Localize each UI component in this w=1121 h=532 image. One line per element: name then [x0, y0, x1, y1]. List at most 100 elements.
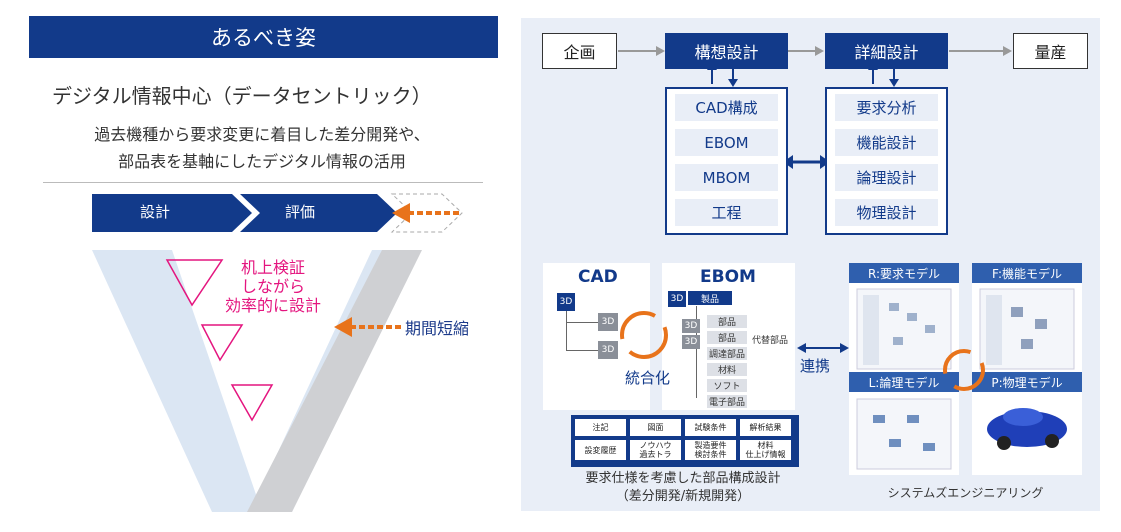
detail-design-box: 詳細設計 [825, 33, 948, 69]
detail-item-logical: 論理設計 [835, 164, 938, 191]
func-node-1 [1011, 307, 1023, 317]
concept-to-detail-arrowhead [815, 46, 824, 56]
concept-design-box: 構想設計 [665, 33, 788, 69]
collab-left-arrowhead [797, 343, 806, 353]
ebom-part-2: 部品 [707, 331, 747, 344]
verify-triangle-1 [165, 259, 224, 307]
left-divider [43, 182, 483, 183]
car-wheel-front [997, 436, 1011, 450]
cad-tree-branch-1 [566, 322, 598, 323]
process-label-design: 設計 [140, 203, 171, 221]
model-thumbnails [856, 288, 1075, 470]
v-left-arm [92, 250, 262, 512]
info-cell-drawings: 図面 [629, 418, 682, 437]
left-description-line2: 部品表を基軸にしたデジタル情報の活用 [118, 152, 406, 171]
logic-model-screenshot [856, 398, 952, 470]
detail-item-functional: 機能設計 [835, 129, 938, 156]
concept-down-arrowhead [728, 79, 738, 87]
logic-node-3 [889, 439, 901, 447]
detail-item-requirements: 要求分析 [835, 94, 938, 121]
ebom-product: 製品 [688, 291, 732, 305]
info-cell-manufacturing: 製造要件 検討条件 [684, 439, 737, 461]
collab-right-arrowhead [840, 343, 849, 353]
requirement-model-header: R:要求モデル [849, 263, 959, 283]
plan-box: 企画 [542, 33, 617, 69]
cad-3d-icon-sub2: 3D [598, 341, 618, 359]
production-box: 量産 [1013, 33, 1088, 69]
ebom-material: 材料 [707, 363, 747, 376]
info-cell-notes: 注記 [574, 418, 627, 437]
v-model-diagram [92, 250, 422, 512]
ebom-title: EBOM [700, 267, 756, 287]
cad-title: CAD [578, 267, 618, 287]
concept-item-cad: CAD構成 [675, 94, 778, 121]
systems-engineering-caption: システムズエンジニアリング [887, 486, 1044, 500]
function-model-header: F:機能モデル [972, 263, 1082, 283]
logic-model-header: L:論理モデル [849, 372, 959, 392]
concept-item-ebom: EBOM [675, 129, 778, 156]
detail-item-physical: 物理設計 [835, 199, 938, 226]
info-cell-analysis-results: 解析結果 [739, 418, 792, 437]
left-heading: デジタル情報中心（データセントリック） [52, 84, 432, 108]
desk-verify-line2: しながら [240, 277, 305, 296]
cad-box [543, 263, 650, 410]
verify-triangle-3 [230, 384, 274, 422]
ebom-electronic-part: 電子部品 [707, 395, 747, 408]
ebom-procured-part: 調達部品 [707, 347, 747, 360]
info-cell-test-conditions: 試験条件 [684, 418, 737, 437]
req-node-3 [925, 325, 935, 333]
concept-item-mbom: MBOM [675, 164, 778, 191]
feedback-arrowhead [392, 203, 410, 223]
concept-item-process: 工程 [675, 199, 778, 226]
req-node-4 [893, 337, 903, 345]
detail-down-arrowhead [889, 79, 899, 87]
ebom-tree-trunk [696, 306, 697, 398]
bom-caption-line1: 要求仕様を考慮した部品構成設計 [585, 471, 781, 486]
shorten-arrowhead [334, 317, 352, 337]
ebom-3d-part2-icon: 3D [682, 335, 700, 349]
link-left-arrowhead [783, 155, 793, 169]
logic-node-2 [907, 415, 919, 423]
ebom-software: ソフト [707, 379, 747, 392]
cad-3d-icon-sub1: 3D [598, 313, 618, 331]
func-node-2 [1035, 319, 1047, 329]
logic-node-4 [923, 443, 935, 451]
req-node-2 [907, 313, 917, 321]
req-sidebar [863, 295, 879, 365]
left-banner: あるべき姿 [29, 16, 498, 58]
integration-label: 統合化 [625, 369, 671, 387]
info-cell-material-finish: 材料 仕上げ情報 [739, 439, 792, 461]
design-process-chevron [92, 194, 252, 232]
desk-verify-line1: 机上検証 [240, 258, 305, 277]
req-node-1 [889, 303, 899, 311]
cad-3d-icon-main: 3D [557, 293, 575, 311]
physical-model-header: P:物理モデル [972, 372, 1082, 392]
collaboration-label: 連携 [800, 357, 831, 375]
car-wheel-rear [1045, 434, 1059, 448]
se-cycle-ring [943, 349, 985, 391]
integration-cycle-icon [620, 311, 668, 359]
ebom-3d-icon: 3D [668, 291, 686, 307]
info-cell-knowhow: ノウハウ 過去トラ [629, 439, 682, 461]
cad-tree-branch-2 [566, 350, 598, 351]
period-shortening-label: 期間短縮 [405, 319, 470, 338]
func-sidebar [986, 295, 1002, 365]
left-description-line1: 過去機種から要求変更に着目した差分開発や、 [94, 125, 430, 144]
v-right-arm-gray [247, 250, 422, 512]
ebom-3d-part1-icon: 3D [682, 319, 700, 333]
detail-to-production-arrowhead [1003, 46, 1012, 56]
bom-caption-line2: （差分開発/新規開発） [615, 489, 751, 504]
verify-triangle-2 [200, 324, 244, 362]
car-cabin [1003, 408, 1043, 426]
desk-verify-line3: 効率的に設計 [224, 296, 321, 315]
logic-node-1 [873, 415, 885, 423]
func-node-3 [1021, 339, 1033, 349]
integration-cycle-ring [620, 311, 668, 359]
evaluation-process-chevron [240, 194, 397, 232]
design-evaluation-arrows [92, 193, 463, 233]
ebom-part-1: 部品 [707, 315, 747, 328]
plan-to-concept-arrowhead [656, 46, 665, 56]
info-cell-change-history: 設変履歴 [574, 439, 627, 461]
process-label-evaluation: 評価 [285, 203, 316, 221]
ebom-alternate-part: 代替部品 [752, 336, 789, 346]
